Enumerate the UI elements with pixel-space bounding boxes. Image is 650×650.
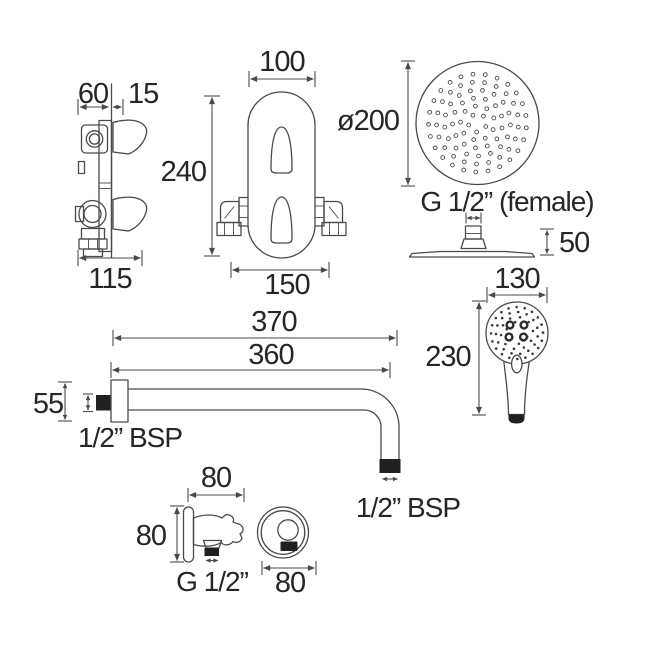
rose-outline xyxy=(415,60,540,186)
valve-lever-top-side xyxy=(112,119,148,155)
dim-label-arm-length-360: 360 xyxy=(248,339,293,371)
arm-end-thread-tip xyxy=(379,459,401,473)
dim-label-valve-height-240: 240 xyxy=(161,156,206,188)
arm-pipe-outer xyxy=(127,388,400,460)
arm-pipe-inner xyxy=(127,409,382,460)
valve-faceplate xyxy=(247,91,316,259)
dim-label-outlet-height-80: 80 xyxy=(136,520,166,552)
dim-label-handset-width-130: 130 xyxy=(494,263,539,295)
outlet-handset-holder xyxy=(192,513,244,547)
shower-arm-dimensions: 370 360 55 1/2” BSP 1/2” BSP xyxy=(33,306,461,523)
outlet-side-view xyxy=(182,506,244,563)
dim-label-arm-flange-55: 55 xyxy=(33,388,63,420)
label-arm-end-thread: 1/2” BSP xyxy=(356,492,460,523)
outlet-side-dimensions: 80 80 G 1/2” xyxy=(136,462,250,597)
handset-view xyxy=(485,301,549,424)
outlet-front-dimensions: 80 xyxy=(261,561,317,599)
overhead-rose-dimensions: ø200 G 1/2” (female) xyxy=(337,60,595,217)
arm-wall-connector xyxy=(96,395,111,411)
dim-label-outlet-width-80: 80 xyxy=(201,462,231,494)
dim-label-valve-offset-15: 15 xyxy=(128,78,158,110)
valve-side-dimensions: 60 15 115 xyxy=(77,78,159,295)
dim-label-rose-depth-50: 50 xyxy=(559,227,589,259)
outlet-spout xyxy=(204,548,219,556)
dim-label-rose-diameter-200: ø200 xyxy=(337,105,399,137)
outlet-front-knob xyxy=(277,519,299,541)
dim-label-valve-width-100: 100 xyxy=(259,46,304,78)
outlet-front-spout xyxy=(280,541,298,551)
label-arm-wall-thread: 1/2” BSP xyxy=(78,422,182,453)
outlet-front-view xyxy=(256,506,310,559)
valve-lever-bottom-side xyxy=(112,196,148,232)
dim-label-valve-span-150: 150 xyxy=(264,269,309,301)
dim-label-arm-overall-370: 370 xyxy=(251,306,296,338)
label-rose-thread: G 1/2” (female) xyxy=(420,186,593,217)
handset-dimensions: 130 230 xyxy=(425,263,548,416)
valve-front-dimensions: 100 240 150 xyxy=(161,46,330,301)
dim-label-handset-height-230: 230 xyxy=(425,341,470,373)
dim-label-valve-depth-60: 60 xyxy=(78,78,108,110)
shower-arm-view xyxy=(96,379,401,482)
valve-pipe-elbow-right xyxy=(313,196,347,237)
valve-front-view xyxy=(216,91,347,259)
dim-label-outlet-front-80: 80 xyxy=(275,567,305,599)
arm-wall-flange xyxy=(110,379,129,423)
dim-label-valve-height-115: 115 xyxy=(88,263,131,295)
overhead-rose-side-view: 50 xyxy=(408,212,590,259)
outlet-wall-plate xyxy=(182,506,195,563)
rose-spray-holes xyxy=(426,71,529,175)
overhead-rose-top-view xyxy=(415,60,540,186)
handset-inlet-tip xyxy=(508,414,525,424)
valve-pipe-elbow-left xyxy=(216,196,250,237)
label-outlet-thread: G 1/2” xyxy=(176,566,248,597)
rose-inlet-stem xyxy=(464,225,482,240)
outlet-front-inner-ring xyxy=(260,510,306,555)
handset-mode-button xyxy=(510,354,523,374)
outlet-front-outer-ring xyxy=(256,506,310,559)
rose-disc-profile xyxy=(408,250,536,258)
